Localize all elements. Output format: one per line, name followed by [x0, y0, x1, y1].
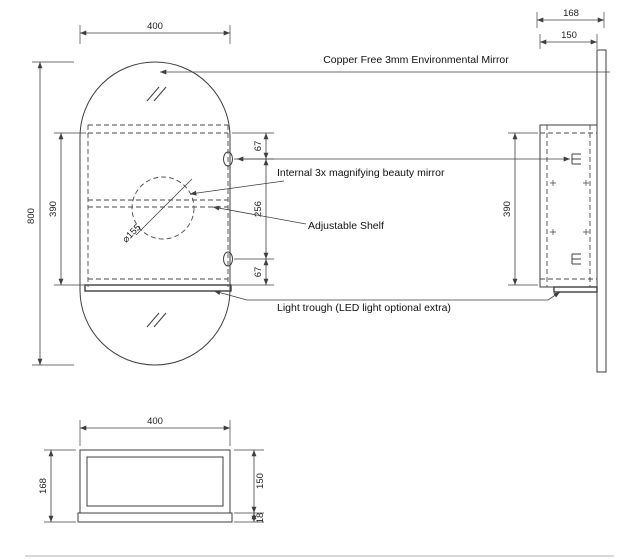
clip-top [223, 151, 233, 167]
glass-hatch-top [146, 86, 167, 102]
side-view: 168 150 390 [502, 8, 607, 373]
svg-text:Internal 3x magnifying beauty: Internal 3x magnifying beauty mirror [277, 167, 445, 179]
dim-top-offset: 67 [253, 141, 264, 152]
bottom-outer-outline [79, 449, 231, 514]
dim-front-width: 400 [79, 21, 231, 44]
dim-bottom-overall-depth: 168 [38, 449, 76, 523]
svg-text:800: 800 [26, 208, 37, 224]
dim-bottom-width: 400 [79, 416, 231, 446]
fixing-marks [550, 180, 589, 235]
svg-text:390: 390 [502, 201, 513, 217]
dim-side-cabinet-depth: 150 [539, 30, 598, 49]
dim-bottom-trough-height: 18 [234, 513, 266, 524]
oval-mirror-outline [79, 61, 231, 366]
svg-text:390: 390 [48, 201, 59, 217]
callout-adjustable-shelf: Adjustable Shelf [212, 205, 384, 232]
svg-text:168: 168 [563, 8, 579, 19]
bottom-view: 400 168 150 18 [38, 416, 266, 523]
svg-text:400: 400 [147, 21, 163, 32]
callout-environmental-mirror: Copper Free 3mm Environmental Mirror [160, 54, 610, 75]
magnifying-mirror-circle [131, 176, 195, 240]
dim-front-cabinet-height: 390 [48, 132, 86, 286]
dim-bottom-cabinet-depth: 150 [234, 449, 266, 514]
svg-text:400: 400 [147, 416, 163, 427]
cabinet-side-outline [539, 124, 598, 288]
dim-shelf-span: 256 [253, 201, 264, 217]
svg-text:Adjustable Shelf: Adjustable Shelf [308, 220, 384, 232]
dim-circle-diameter: ⌀155 [120, 222, 143, 245]
hinge-bracket-top [571, 153, 581, 165]
front-view: ⌀155 400 800 390 [26, 21, 274, 366]
cabinet-hidden-outline [87, 124, 229, 287]
dim-bottom-offset: 67 [253, 267, 264, 278]
cabinet-side-hidden-lines [540, 125, 597, 287]
bottom-inner-outline [86, 456, 224, 507]
svg-text:Light trough (LED light option: Light trough (LED light optional extra) [277, 302, 451, 314]
callout-beauty-mirror: Internal 3x magnifying beauty mirror [189, 156, 570, 196]
svg-text:168: 168 [38, 478, 49, 494]
dim-front-height: 800 [26, 61, 74, 366]
light-trough-side [553, 286, 598, 293]
glass-hatch-bottom [146, 312, 167, 328]
callout-light-trough: Light trough (LED light optional extra) [213, 290, 561, 314]
dim-front-internal-splits: 67 256 67 [232, 132, 274, 286]
diameter-leader-line [135, 178, 193, 236]
light-trough-bar [84, 284, 232, 292]
svg-text:Copper Free 3mm Environmental: Copper Free 3mm Environmental Mirror [323, 54, 509, 66]
hinge-bracket-bottom [571, 253, 581, 265]
svg-text:150: 150 [255, 473, 266, 489]
dim-side-cabinet-height: 390 [502, 132, 538, 286]
bottom-trough-strip [77, 512, 233, 523]
mirror-panel-side [596, 49, 607, 373]
clip-bottom [223, 251, 233, 267]
svg-text:18: 18 [255, 513, 266, 524]
svg-text:150: 150 [561, 30, 577, 41]
dim-side-overall-depth: 168 [536, 8, 605, 28]
